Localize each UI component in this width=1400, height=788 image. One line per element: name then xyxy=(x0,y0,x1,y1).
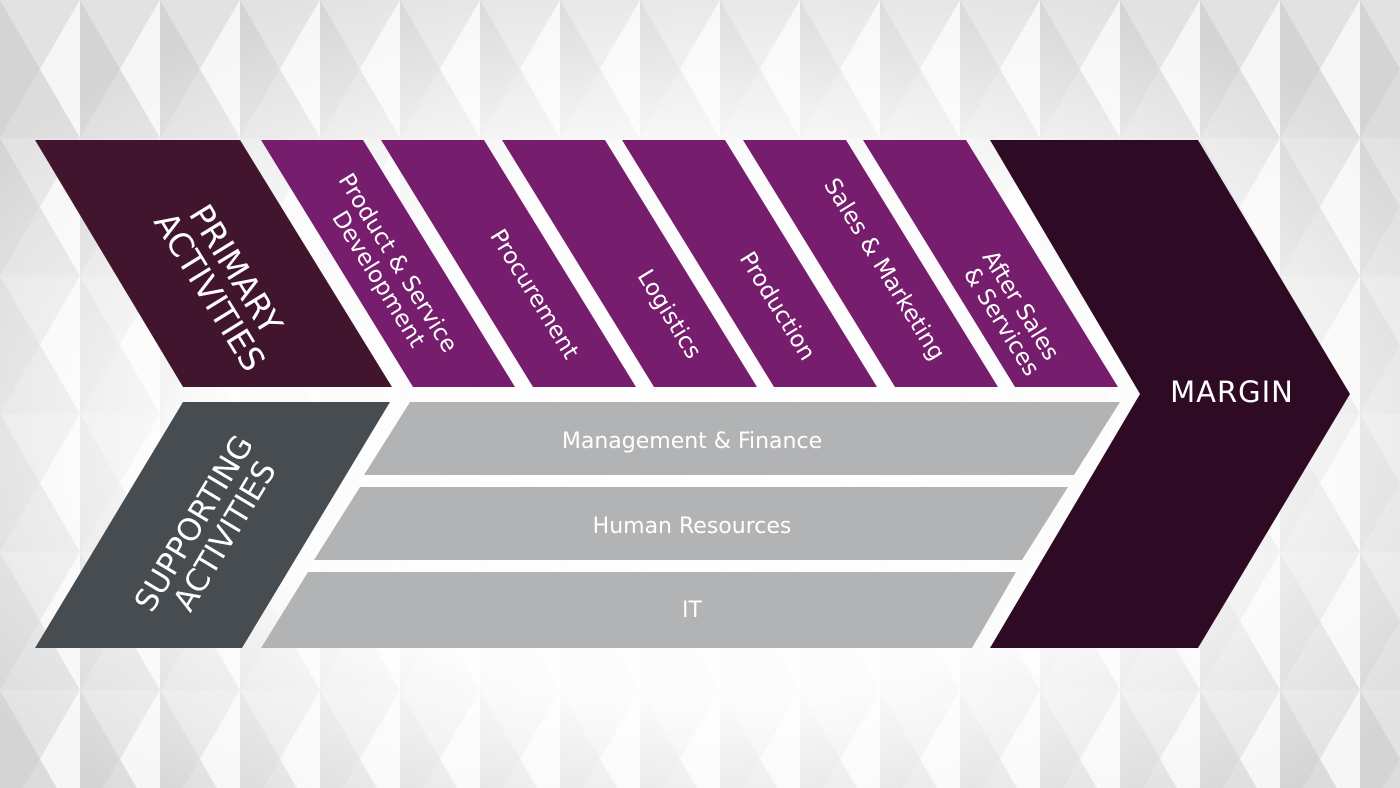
activity-procurement xyxy=(381,140,636,387)
activity-logistics xyxy=(502,140,757,387)
support-it xyxy=(261,572,1016,648)
margin-label: MARGIN xyxy=(1170,375,1294,409)
support-it-label: IT xyxy=(682,598,702,623)
activity-product-service-development xyxy=(261,140,515,387)
supporting-activities-header xyxy=(35,402,390,648)
activity-sales-marketing xyxy=(743,140,998,387)
activity-after-sales-services xyxy=(863,140,1118,387)
support-management-finance xyxy=(364,402,1120,475)
support-human-resources-label: Human Resources xyxy=(593,514,792,539)
margin-arrow xyxy=(990,140,1350,648)
activity-production xyxy=(622,140,877,387)
primary-activities-header xyxy=(35,140,392,387)
support-management-finance-label: Management & Finance xyxy=(562,429,822,454)
support-human-resources xyxy=(314,487,1068,560)
